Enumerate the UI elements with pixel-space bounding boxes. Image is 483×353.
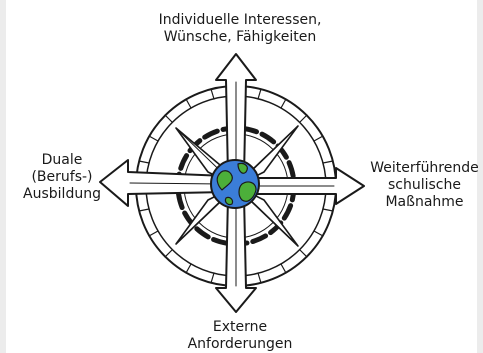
label-right-line-3: Maßnahme <box>366 194 483 211</box>
label-left-line-2: (Berufs-) <box>8 169 116 186</box>
globe-icon <box>211 160 259 208</box>
label-bottom-line-2: Anforderungen <box>150 336 330 353</box>
label-right-line-2: schulische <box>366 177 483 194</box>
label-top-line-1: Individuelle Interessen, <box>140 12 340 29</box>
label-left-line-1: Duale <box>8 152 116 169</box>
label-left: Duale (Berufs-) Ausbildung <box>8 152 116 203</box>
label-bottom: Externe Anforderungen <box>150 319 330 353</box>
label-top: Individuelle Interessen, Wünsche, Fähigk… <box>140 12 340 46</box>
label-right-line-1: Weiterführende <box>366 160 483 177</box>
label-left-line-3: Ausbildung <box>8 186 116 203</box>
label-top-line-2: Wünsche, Fähigkeiten <box>140 29 340 46</box>
label-bottom-line-1: Externe <box>150 319 330 336</box>
label-right: Weiterführende schulische Maßnahme <box>366 160 483 211</box>
